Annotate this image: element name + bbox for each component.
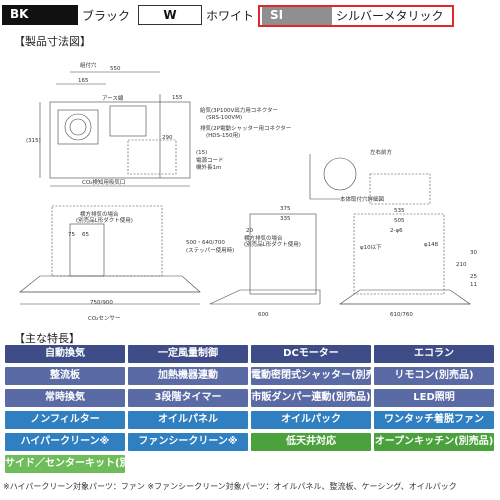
label-315: (315): [26, 138, 41, 144]
color-code-bk: BK: [10, 7, 29, 21]
label-detail: 本体取付穴詳細図: [340, 195, 385, 203]
dimension-drawing: 組付穴 550 165 アース線 (315) 290 155 (15) 電源コー…: [19, 61, 477, 322]
feature-damper: 市販ダンパー連動(別売品): [251, 389, 371, 407]
feature-constant-airflow: 一定風量制御: [128, 345, 248, 363]
feature-hyper-clean: ハイパークリーン※: [5, 433, 125, 451]
color-swatch-w[interactable]: W: [138, 5, 202, 25]
label-550: 550: [110, 66, 121, 72]
label-210: 210: [456, 262, 467, 268]
label-600: 600: [258, 312, 269, 318]
feature-one-touch-fan: ワンタッチ着脱ファン: [374, 411, 494, 429]
feature-dc-motor: DCモーター: [251, 345, 371, 363]
label-535: 535: [394, 208, 405, 214]
feature-fancy-clean: ファンシークリーン※: [128, 433, 248, 451]
label-30: 30: [470, 250, 477, 256]
label-mid-l-duct: (別売品L形ダクト使用): [244, 240, 301, 248]
label-phi148: φ148: [424, 242, 439, 248]
label-610-760: 610/760: [390, 312, 413, 318]
features-title: 【主な特長】: [14, 332, 80, 345]
label-20: 20: [246, 228, 253, 234]
color-code-si: SI: [270, 8, 284, 22]
feature-auto-ventilation: 自動換気: [5, 345, 125, 363]
color-code-w: W: [163, 8, 177, 22]
label-505: 505: [394, 218, 405, 224]
label-l-duct: (別売品L形ダクト使用): [76, 216, 133, 224]
label-side-exhaust: 横方排気の場合: [80, 210, 119, 218]
feature-led: LED照明: [374, 389, 494, 407]
label-2-phi6: 2-φ6: [390, 228, 403, 234]
features-row: ハイパークリーン※ ファンシークリーン※ 低天井対応 オープンキッチン(別売品): [5, 433, 495, 451]
label-phi10: φ10以下: [360, 244, 382, 251]
label-co2-sensor: CO₂センサー: [88, 315, 120, 322]
feature-side-center-kit: サイド／センターキット(別売品): [5, 455, 125, 473]
feature-open-kitchen: オープンキッチン(別売品): [374, 433, 494, 451]
label-65: 65: [82, 232, 89, 238]
label-earth-wire: アース線: [102, 94, 124, 102]
features-row: ノンフィルター オイルパネル オイルパック ワンタッチ着脱ファン: [5, 411, 495, 429]
label-155: 155: [172, 95, 183, 101]
label-connector-exhaust: 排気(2P電動シャッター用コネクター: [200, 124, 291, 132]
label-75: 75: [68, 232, 75, 238]
feature-shutter: 電動密閉式シャッター(別売品): [251, 367, 371, 385]
feature-rectifier: 整流板: [5, 367, 125, 385]
footnote: ※ハイパークリーン対象パーツ：ファン ※ファンシークリーン対象パーツ：オイルパネ…: [3, 482, 457, 491]
features-row: サイド／センターキット(別売品): [5, 455, 495, 473]
features-grid: 自動換気 一定風量制御 DCモーター エコラン 整流板 加熱機器連動 電動密閉式…: [5, 345, 495, 477]
label-power-cord: 電源コード: [196, 156, 224, 164]
label-165: 165: [78, 78, 89, 84]
label-co2-inlet: CO₂検知用吸気口: [82, 178, 125, 186]
color-name-bk: ブラック: [82, 9, 131, 23]
feature-non-filter: ノンフィルター: [5, 411, 125, 429]
label-hds: (HDS-150用): [206, 132, 240, 139]
features-row: 整流板 加熱機器連動 電動密閉式シャッター(別売品) リモコン(別売品): [5, 367, 495, 385]
label-375: 375: [280, 206, 291, 212]
features-row: 常時換気 3段階タイマー 市販ダンパー連動(別売品) LED照明: [5, 389, 495, 407]
label-750-900: 750/900: [90, 300, 113, 306]
color-swatch-bk[interactable]: BK: [2, 5, 78, 25]
feature-heater-link: 加熱機器連動: [128, 367, 248, 385]
feature-timer: 3段階タイマー: [128, 389, 248, 407]
label-left-right-front: 左右前方: [370, 148, 393, 156]
color-selector: BK ブラック W ホワイト SI シルバーメタリック: [0, 5, 500, 27]
features-row: 自動換気 一定風量制御 DCモーター エコラン: [5, 345, 495, 363]
drawing-title: 【製品寸法図】: [14, 35, 91, 48]
label-kumitsuke-ana: 組付穴: [80, 61, 97, 69]
middle-view: [209, 213, 321, 305]
color-name-w: ホワイト: [206, 9, 255, 23]
label-stepper: (ステッパー使用時): [186, 246, 234, 254]
label-25: 25: [470, 274, 477, 280]
label-cord-length: 機外長1m: [196, 163, 221, 171]
feature-oil-panel: オイルパネル: [128, 411, 248, 429]
label-500-640: 500・640/700: [186, 240, 225, 246]
feature-oil-pack: オイルパック: [251, 411, 371, 429]
feature-ecorun: エコラン: [374, 345, 494, 363]
feature-low-ceiling: 低天井対応: [251, 433, 371, 451]
feature-remote: リモコン(別売品): [374, 367, 494, 385]
top-view: [39, 71, 191, 187]
side-detail: [309, 154, 431, 205]
right-view: [339, 213, 471, 305]
front-view: [19, 205, 201, 305]
label-connector-supply: 給気(3P100V出力用コネクター: [200, 106, 278, 114]
feature-continuous: 常時換気: [5, 389, 125, 407]
label-290: 290: [162, 135, 173, 141]
color-swatch-si[interactable]: SI: [262, 7, 332, 25]
label-11: 11: [470, 282, 477, 288]
label-mid-side-exhaust: 横方排気の場合: [244, 234, 283, 242]
label-srs: (SRS-100VM): [206, 115, 242, 121]
color-name-si: シルバーメタリック: [336, 9, 444, 23]
label-335: 335: [280, 216, 291, 222]
selected-color-frame: [258, 5, 454, 27]
label-15: (15): [196, 150, 207, 156]
